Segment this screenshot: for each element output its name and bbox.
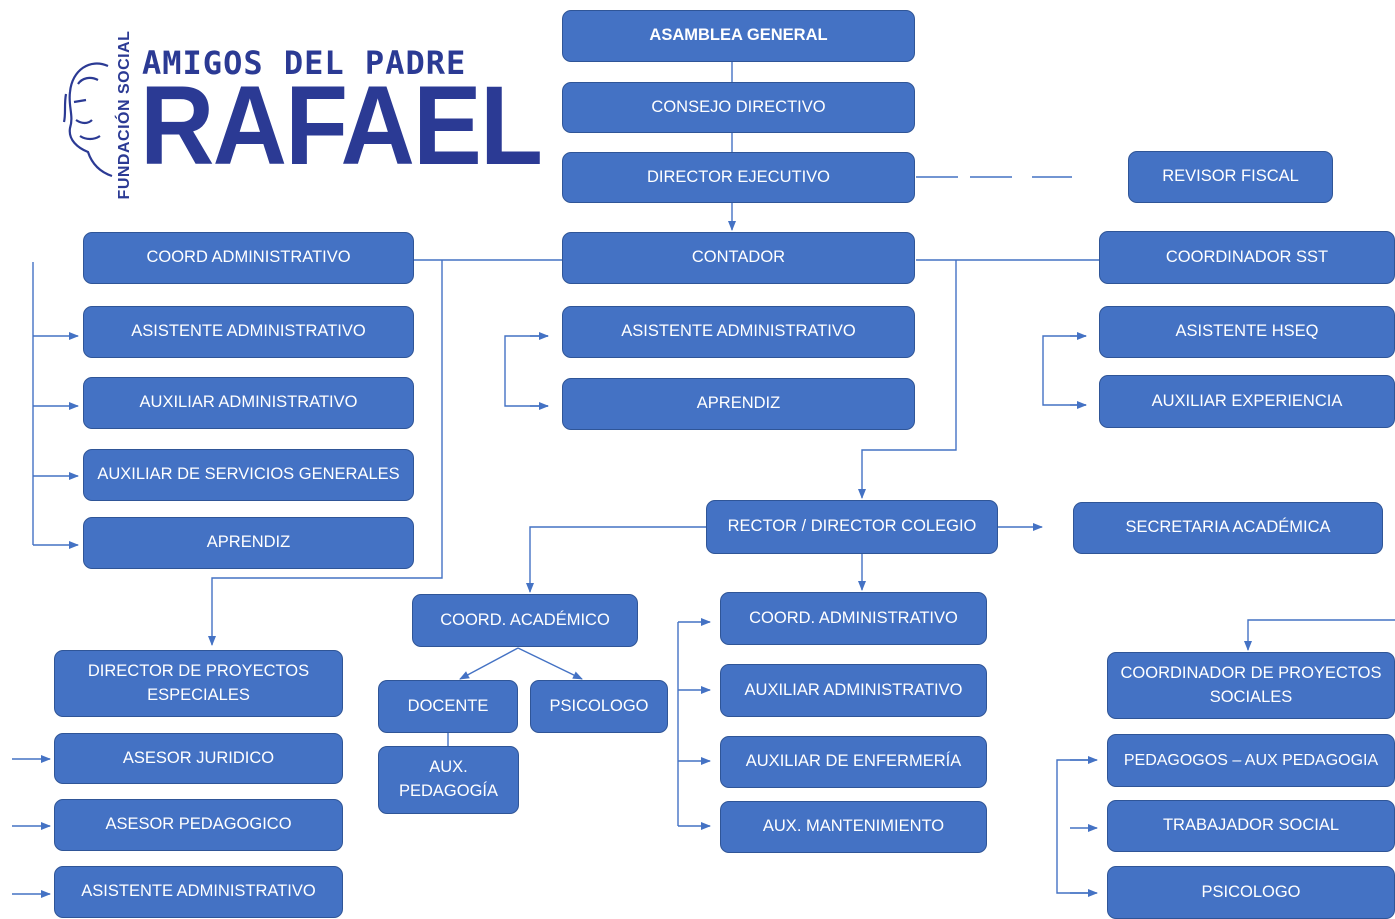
- node-trabajador-social: TRABAJADOR SOCIAL: [1107, 800, 1395, 852]
- node-asistente-administrativo-left: ASISTENTE ADMINISTRATIVO: [83, 306, 414, 358]
- connector: [1056, 759, 1090, 894]
- node-coordinador-proyectos-sociales: COORDINADOR DE PROYECTOS SOCIALES: [1107, 652, 1395, 719]
- node-director-proyectos: DIRECTOR DE PROYECTOS ESPECIALES: [54, 650, 343, 717]
- node-coordinador-sst: COORDINADOR SST: [1099, 231, 1395, 284]
- node-contador: CONTADOR: [562, 232, 915, 284]
- node-asistente-administrativo-center: ASISTENTE ADMINISTRATIVO: [562, 306, 915, 358]
- connector: [208, 260, 443, 646]
- connector: [517, 647, 583, 680]
- connector: [459, 647, 519, 680]
- node-rector: RECTOR / DIRECTOR COLEGIO: [706, 500, 998, 554]
- connector: [1244, 619, 1395, 651]
- node-asistente-hseq: ASISTENTE HSEQ: [1099, 306, 1395, 358]
- node-coord-academico: COORD. ACADÉMICO: [412, 594, 638, 647]
- logo: FUNDACIÓN SOCIAL AMIGOS DEL PADRE RAFAEL: [60, 30, 543, 200]
- logo-vertical-text: FUNDACIÓN SOCIAL: [116, 30, 133, 200]
- node-auxiliar-servicios-generales: AUXILIAR DE SERVICIOS GENERALES: [83, 449, 414, 501]
- node-auxiliar-experiencia: AUXILIAR EXPERIENCIA: [1099, 375, 1395, 428]
- node-docente: DOCENTE: [378, 680, 518, 733]
- node-coord-administrativo-colegio: COORD. ADMINISTRATIVO: [720, 592, 987, 645]
- node-revisor-fiscal: REVISOR FISCAL: [1128, 151, 1333, 203]
- node-psicologo-colegio: PSICOLOGO: [530, 680, 668, 733]
- node-aux-mantenimiento: AUX. MANTENIMIENTO: [720, 801, 987, 853]
- portrait-icon: [62, 62, 113, 178]
- logo-title-line2: RAFAEL: [140, 63, 543, 188]
- node-aprendiz-center: APRENDIZ: [562, 378, 915, 430]
- node-asistente-administrativo-bottom: ASISTENTE ADMINISTRATIVO: [54, 866, 343, 918]
- node-psicologo-social: PSICOLOGO: [1107, 866, 1395, 919]
- node-aux-pedagogia: AUX. PEDAGOGÍA: [378, 746, 519, 814]
- connector: [504, 335, 548, 407]
- node-asesor-pedagogico: ASESOR PEDAGOGICO: [54, 799, 343, 851]
- node-auxiliar-administrativo-left: AUXILIAR ADMINISTRATIVO: [83, 377, 414, 429]
- node-secretaria-academica: SECRETARIA ACADÉMICA: [1073, 502, 1383, 554]
- logo-title-line1: AMIGOS DEL PADRE: [142, 44, 467, 82]
- node-auxiliar-administrativo-colegio: AUXILIAR ADMINISTRATIVO: [720, 664, 987, 717]
- node-auxiliar-enfermeria: AUXILIAR DE ENFERMERÍA: [720, 736, 987, 788]
- node-coord-administrativo: COORD ADMINISTRATIVO: [83, 232, 414, 284]
- connector: [526, 526, 706, 593]
- node-asesor-juridico: ASESOR JURIDICO: [54, 733, 343, 784]
- node-asamblea-general: ASAMBLEA GENERAL: [562, 10, 915, 62]
- node-director-ejecutivo: DIRECTOR EJECUTIVO: [562, 152, 915, 203]
- node-consejo-directivo: CONSEJO DIRECTIVO: [562, 82, 915, 133]
- node-aprendiz-left: APRENDIZ: [83, 517, 414, 569]
- node-pedagogos: PEDAGOGOS – AUX PEDAGOGIA: [1107, 734, 1395, 787]
- connector: [1042, 335, 1086, 406]
- connector: [858, 260, 957, 499]
